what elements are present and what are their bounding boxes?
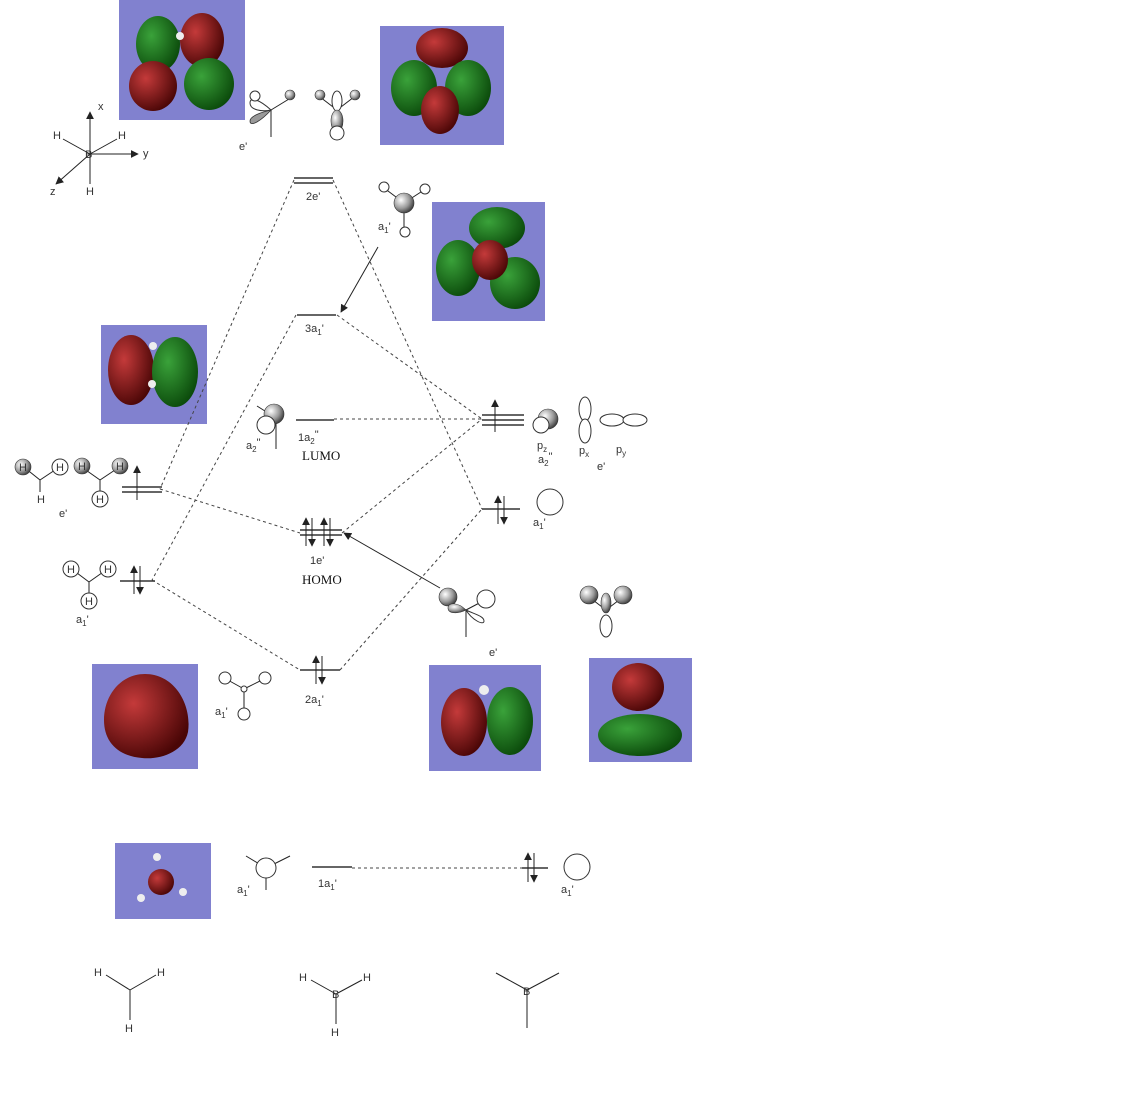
schematic-b-p-orbitals: pz a2" px e' py: [532, 396, 648, 473]
a1-label-left: a1': [76, 614, 89, 628]
schematic-e-prime-4: [579, 585, 633, 638]
electron-arrows-1e: [302, 517, 334, 547]
atom-h-4: H: [78, 461, 86, 473]
h3-h-3: H: [125, 1023, 133, 1035]
level-2a1-label: 2a1': [305, 694, 324, 708]
bh3-h-2: H: [363, 972, 371, 984]
orbital-render-1a1: [115, 843, 211, 919]
homo-label: HOMO: [302, 572, 342, 587]
axes-center-label: B: [85, 149, 92, 161]
pz-label: pz: [537, 440, 547, 454]
level-1a2pp: 1a2" LUMO: [296, 419, 340, 463]
h3-level-e: [122, 465, 162, 500]
coordinate-axes: x y z B H H H: [50, 101, 149, 198]
axes-h-label-2: H: [118, 130, 126, 142]
schematic-a1-top: a1': [378, 181, 431, 238]
b-level-p: [482, 399, 524, 432]
atom-h-2: H: [56, 462, 64, 474]
a2pp-label: a2": [246, 437, 261, 454]
y-axis-label: y: [143, 148, 149, 160]
orbital-render-2a1: [92, 664, 198, 769]
pointer-arrow-1e: [343, 532, 441, 589]
pointer-arrow-3a1: [340, 246, 379, 313]
structure-h3: H H H: [94, 967, 165, 1035]
orbital-render-3a1: [432, 202, 545, 321]
schematic-a2pp: a2": [246, 403, 285, 454]
schematic-e-prime-1: e': [239, 89, 296, 153]
e-prime-label-left: e': [59, 508, 67, 520]
atom-h-3: H: [37, 494, 45, 506]
a1-label-bottom: a1': [237, 884, 250, 898]
bh3-h-1: H: [299, 972, 307, 984]
px-label: px: [579, 445, 589, 459]
a1-label-top: a1': [378, 221, 391, 235]
z-axis-arrow: [55, 153, 91, 185]
orbital-render-2e-b: [380, 26, 504, 145]
correlation-lines: [151, 179, 522, 869]
level-1e-label: 1e': [310, 555, 324, 567]
schematic-h3-e-a: H H H e': [14, 458, 69, 520]
level-3a1: 3a1': [297, 314, 336, 337]
schematic-a1-lower: a1': [215, 671, 272, 721]
atom-h-5: H: [116, 461, 124, 473]
level-3a1-label: 3a1': [305, 323, 324, 337]
schematic-b-s-orbital: a1': [533, 488, 564, 531]
schematic-b-1s-orbital: a1': [561, 853, 591, 898]
x-axis-label: x: [98, 101, 104, 113]
e-prime-label-top: e': [239, 141, 247, 153]
orbital-render-1e-a: [429, 665, 541, 771]
axes-h-label-3: H: [86, 186, 94, 198]
structure-b-frame: B: [495, 972, 560, 1028]
schematic-h3-a1: H H H a1': [62, 560, 117, 628]
b-level-s: [482, 495, 520, 525]
axes-h-label-1: H: [53, 130, 61, 142]
a1-label-lower: a1': [215, 706, 228, 720]
schematic-e-prime-3: e': [438, 587, 497, 659]
atom-h-8: H: [104, 564, 112, 576]
atom-h-1: H: [19, 462, 27, 474]
level-2e: 2e': [294, 177, 333, 203]
schematic-e-prime-2: [314, 89, 361, 141]
schematic-a1-bottom: a1': [237, 855, 291, 898]
level-2e-label: 2e': [306, 191, 320, 203]
lumo-label: LUMO: [302, 448, 340, 463]
orbital-render-2e-a: [119, 0, 245, 120]
bh3-b: B: [332, 989, 339, 1001]
e-prime-label-right: e': [597, 461, 605, 473]
level-1a1: 1a1': [312, 866, 352, 892]
atom-h-7: H: [67, 564, 75, 576]
h3-level-a1: [120, 565, 155, 595]
orbital-render-1a2pp: [101, 325, 207, 424]
orbital-render-1e-b: [589, 658, 692, 762]
py-label: py: [616, 444, 626, 458]
e-prime-label-lower: e': [489, 647, 497, 659]
level-2a1: 2a1': [300, 655, 340, 708]
bh3-h-3: H: [331, 1027, 339, 1039]
atom-h-9: H: [85, 596, 93, 608]
schematic-h3-e-b: H H H: [73, 457, 129, 508]
level-1a2pp-label: 1a2": [298, 429, 319, 446]
atom-h-6: H: [96, 494, 104, 506]
a1-label-bottom-right: a1': [561, 884, 574, 898]
h3-h-1: H: [94, 967, 102, 979]
level-1e: 1e' HOMO: [300, 517, 342, 587]
z-axis-label: z: [50, 186, 56, 198]
h3-h-2: H: [157, 967, 165, 979]
level-1a1-label: 1a1': [318, 878, 337, 892]
a1-label-right: a1': [533, 517, 546, 531]
a2pp-label-right: a2": [538, 451, 553, 468]
b-frame-b: B: [523, 986, 530, 998]
structure-bh3: B H H H: [299, 972, 371, 1039]
b-level-1s: [522, 852, 548, 883]
